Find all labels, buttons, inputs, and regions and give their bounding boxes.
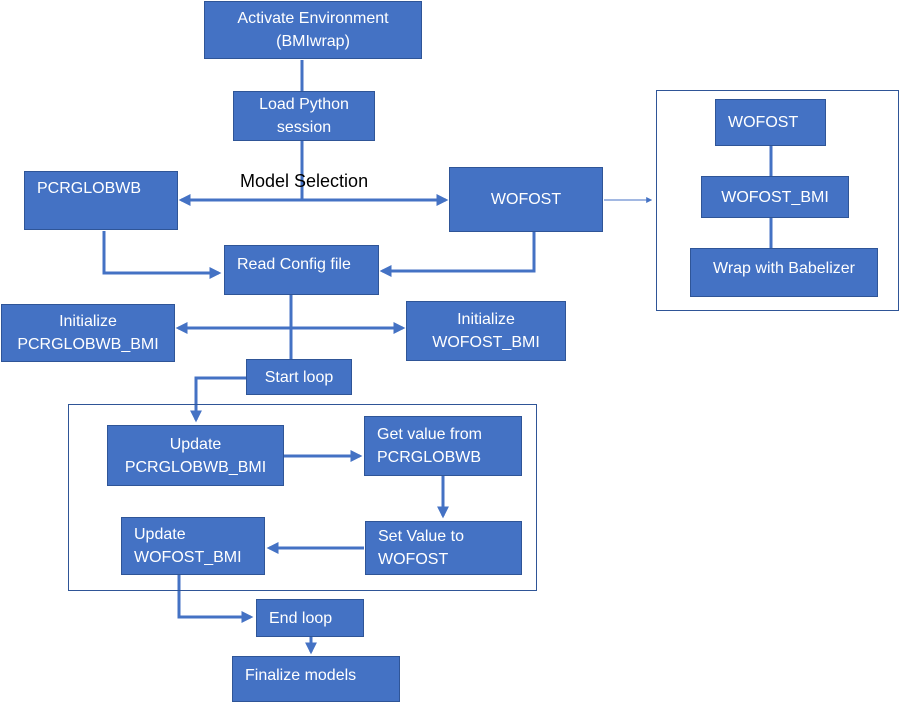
- update-pcrglobwb-bmi-box: Update PCRGLOBWB_BMI: [107, 425, 284, 486]
- finalize-models-label: Finalize models: [245, 667, 357, 684]
- wofost-box: WOFOST: [449, 167, 603, 232]
- arrow-start-loop-to-update-pcrglobwb: [190, 376, 246, 423]
- end-loop-box: End loop: [256, 599, 364, 637]
- detail-wofost-label: WOFOST: [728, 114, 799, 131]
- detail-wofost-bmi-label: WOFOST_BMI: [721, 188, 829, 206]
- activate-environment-label: Activate Environment (BMIwrap): [237, 10, 389, 50]
- initialize-wofost-bmi-box: Initialize WOFOST_BMI: [406, 301, 566, 361]
- get-value-from-pcrglobwb-box: Get value from PCRGLOBWB: [364, 416, 522, 476]
- coupling-loop-frame: [68, 404, 537, 591]
- initialize-pcrglobwb-bmi-box: Initialize PCRGLOBWB_BMI: [1, 304, 175, 362]
- pcrglobwb-box: PCRGLOBWB: [24, 171, 178, 230]
- wrap-with-babelizer-box: Wrap with Babelizer: [690, 248, 878, 297]
- read-config-file-box: Read Config file: [224, 245, 379, 295]
- set-value-to-wofost-box: Set Value to WOFOST: [365, 521, 522, 575]
- update-pcrglobwb-bmi-label: Update PCRGLOBWB_BMI: [124, 435, 267, 476]
- arrow-update-wofost-to-end-loop: [177, 575, 254, 623]
- model-selection-label: Model Selection: [240, 171, 369, 191]
- load-python-session-label: Load Python session: [259, 96, 349, 136]
- wofost-label: WOFOST: [490, 191, 562, 208]
- initialize-wofost-bmi-label: Initialize WOFOST_BMI: [432, 311, 540, 351]
- read-config-file-label: Read Config file: [237, 256, 351, 273]
- arrow-wofost-to-config: [379, 232, 536, 277]
- detail-wofost-bmi-box: WOFOST_BMI: [701, 176, 849, 218]
- update-wofost-bmi-box: Update WOFOST_BMI: [121, 517, 265, 575]
- pcrglobwb-label: PCRGLOBWB: [37, 180, 142, 197]
- arrow-pcrglobwb-to-config: [102, 231, 222, 279]
- wrap-with-babelizer-label: Wrap with Babelizer: [713, 260, 855, 277]
- finalize-models-box: Finalize models: [232, 656, 400, 702]
- wofost-detail-panel: [656, 90, 899, 311]
- start-loop-label: Start loop: [264, 368, 334, 386]
- end-loop-label: End loop: [269, 609, 333, 627]
- load-python-session-box: Load Python session: [233, 91, 375, 141]
- activate-environment-box: Activate Environment (BMIwrap): [204, 1, 422, 59]
- get-value-from-pcrglobwb-label: Get value from PCRGLOBWB: [377, 426, 482, 466]
- detail-wofost-box: WOFOST: [715, 99, 826, 146]
- update-wofost-bmi-label: Update WOFOST_BMI: [134, 526, 242, 566]
- set-value-to-wofost-label: Set Value to WOFOST: [378, 528, 464, 568]
- initialize-pcrglobwb-bmi-label: Initialize PCRGLOBWB_BMI: [17, 313, 159, 353]
- start-loop-box: Start loop: [246, 359, 352, 395]
